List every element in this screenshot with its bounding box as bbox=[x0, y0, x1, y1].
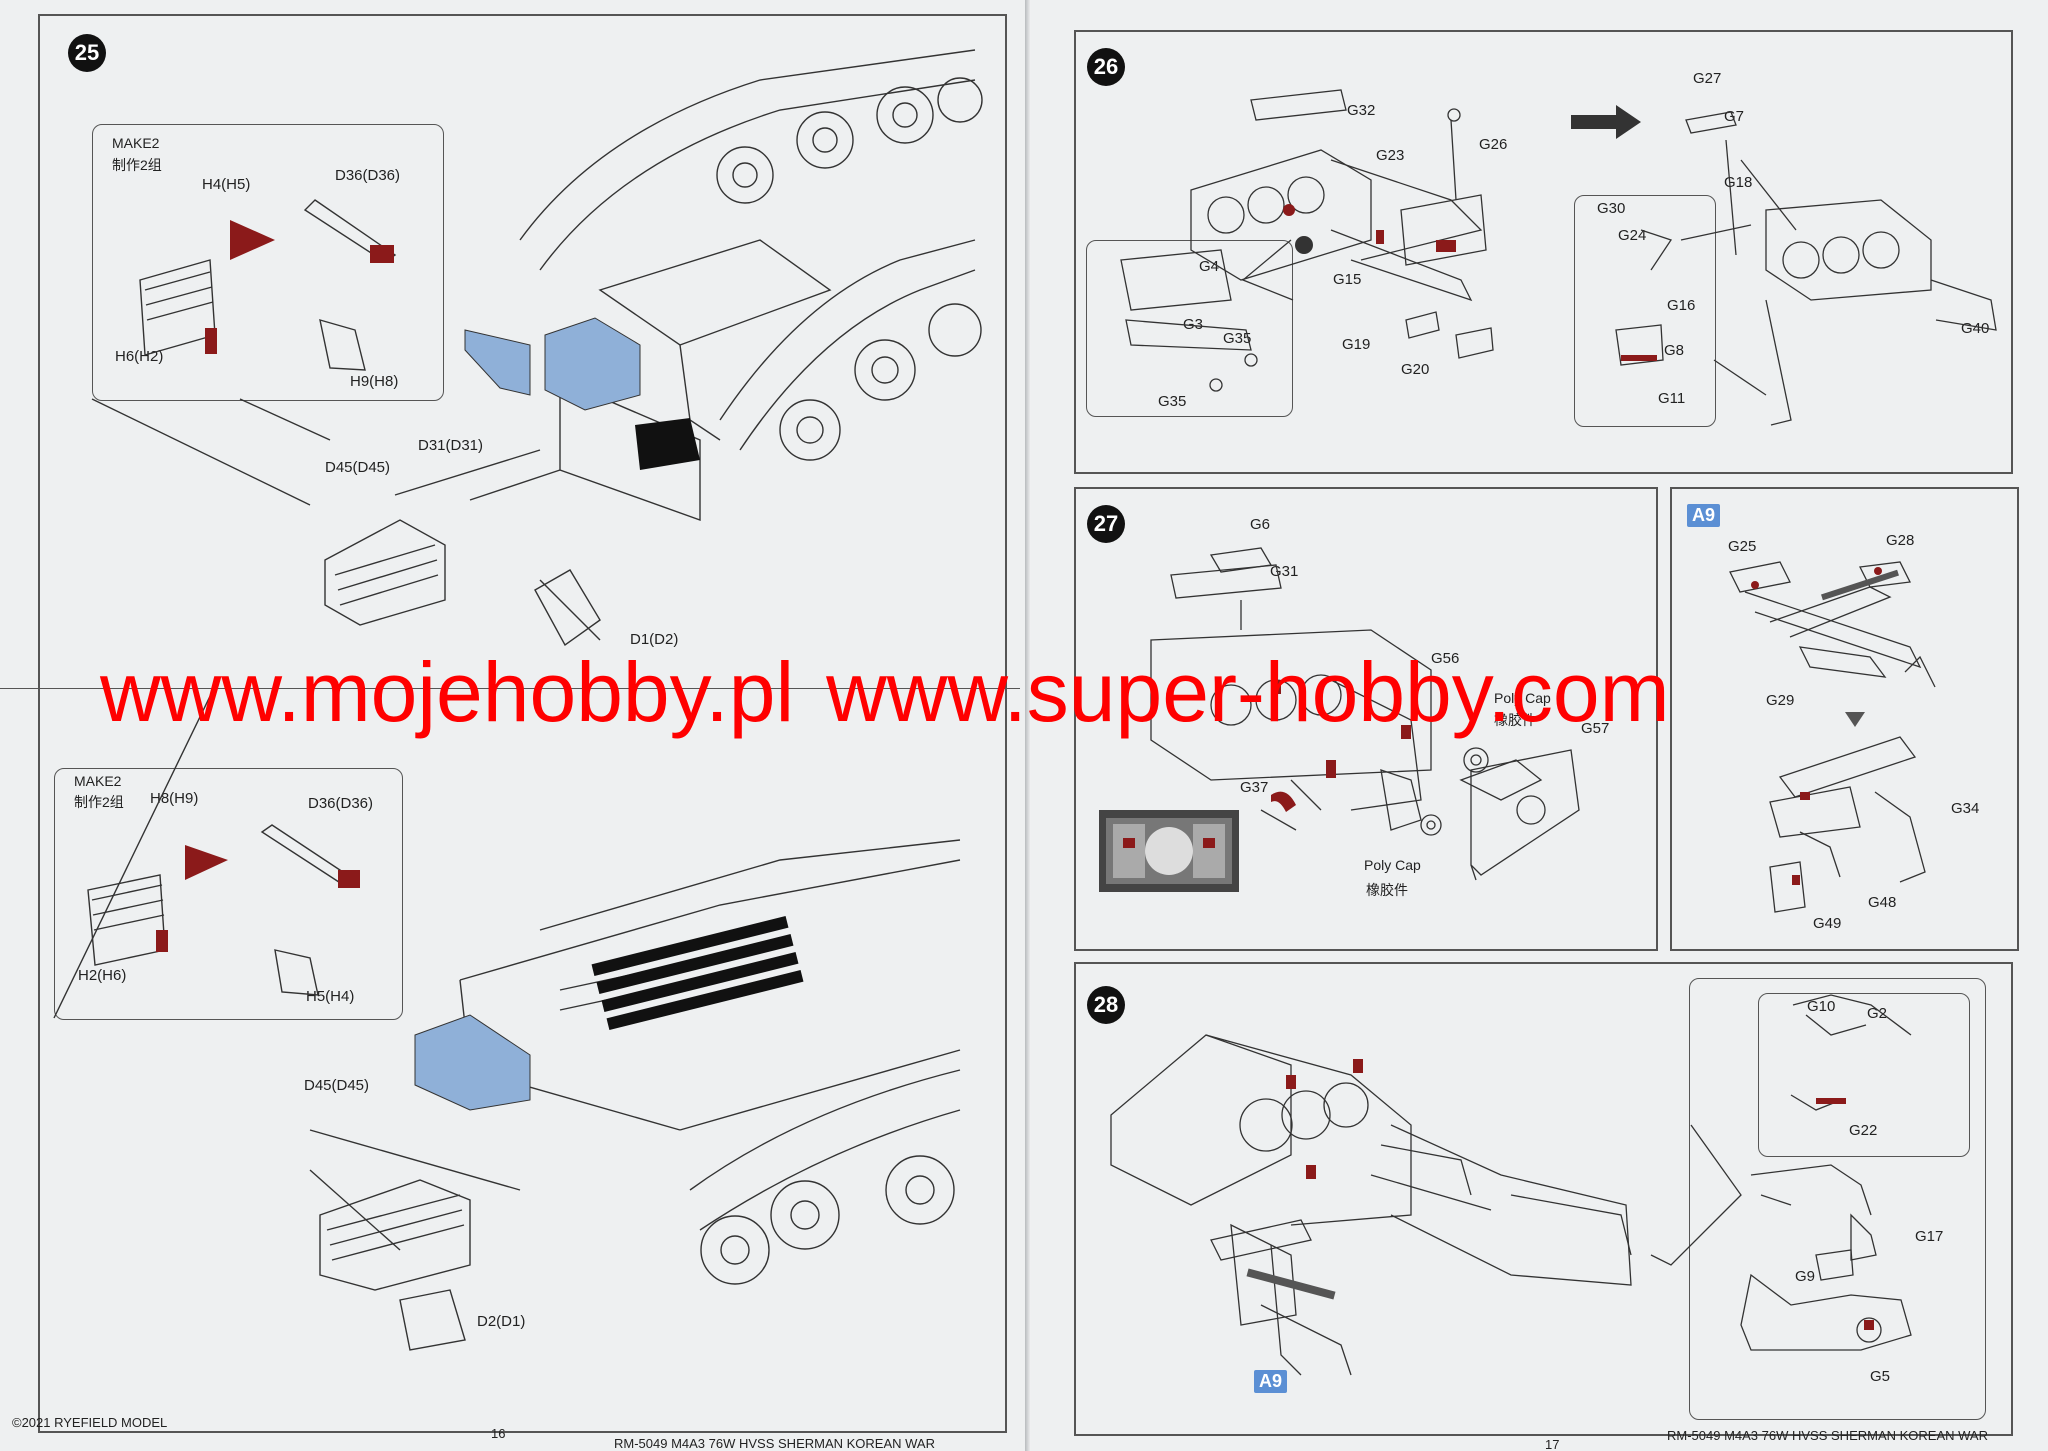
part-label: G16 bbox=[1667, 297, 1696, 314]
part-label: G20 bbox=[1401, 361, 1430, 378]
step-25-frame bbox=[38, 14, 1007, 1433]
step-26-number: 26 bbox=[1087, 48, 1125, 86]
part-label: G40 bbox=[1961, 320, 1990, 337]
step-26-frame bbox=[1074, 30, 2013, 474]
part-label: G24 bbox=[1618, 227, 1647, 244]
part-label: G17 bbox=[1915, 1228, 1944, 1245]
left-copyright: ©2021 RYEFIELD MODEL bbox=[12, 1415, 168, 1430]
poly-cap-label: Poly Cap bbox=[1494, 690, 1551, 706]
part-label: G35 bbox=[1158, 393, 1187, 410]
part-label: G4 bbox=[1199, 258, 1220, 275]
part-label: H9(H8) bbox=[350, 373, 399, 390]
part-label: G6 bbox=[1250, 516, 1271, 533]
part-label: G34 bbox=[1951, 800, 1980, 817]
step-28-badge: A9 bbox=[1254, 1370, 1288, 1393]
part-label: G22 bbox=[1849, 1122, 1878, 1139]
part-label: G57 bbox=[1581, 720, 1610, 737]
part-label: D36(D36) bbox=[335, 167, 401, 184]
part-label: G19 bbox=[1342, 336, 1371, 353]
part-label: D31(D31) bbox=[418, 437, 484, 454]
step-26-callout-right bbox=[1574, 195, 1716, 427]
step-27-number: 27 bbox=[1087, 505, 1125, 543]
step-a9-badge: A9 bbox=[1687, 504, 1721, 527]
tank-rear-drawing-upper bbox=[91, 49, 983, 647]
part-label: G10 bbox=[1807, 998, 1836, 1015]
step-28-sub-callout bbox=[1758, 993, 1970, 1157]
tank-rear-drawing-lower bbox=[53, 690, 961, 1351]
step-28-frame bbox=[1074, 962, 2013, 1436]
step-28-drawing bbox=[1110, 994, 1912, 1376]
lower-make-note: MAKE2 bbox=[74, 773, 122, 789]
step-25-divider bbox=[0, 688, 1020, 689]
part-label: D45(D45) bbox=[304, 1077, 370, 1094]
part-label: G15 bbox=[1333, 271, 1362, 288]
poly-cap-label: Poly Cap bbox=[1364, 857, 1421, 873]
step-27-drawing bbox=[1099, 547, 1580, 892]
part-label: G35 bbox=[1223, 330, 1252, 347]
book-gutter bbox=[1025, 0, 1031, 1451]
part-label: G23 bbox=[1376, 147, 1405, 164]
part-label: D36(D36) bbox=[308, 795, 374, 812]
part-label: G11 bbox=[1658, 390, 1686, 407]
part-label: G3 bbox=[1183, 316, 1204, 333]
upper-make-note-cn: 制作2组 bbox=[112, 157, 162, 173]
watermark-url-left[interactable]: www.mojehobby.pl bbox=[100, 645, 795, 739]
part-label: G49 bbox=[1813, 915, 1842, 932]
lower-make-note-cn: 制作2组 bbox=[74, 794, 124, 810]
upper-make-note: MAKE2 bbox=[112, 135, 160, 151]
part-label: H2(H6) bbox=[78, 967, 127, 984]
step-26-drawing bbox=[1120, 89, 1997, 426]
watermark-url-right[interactable]: www.super-hobby.com bbox=[826, 645, 1670, 739]
part-label: D45(D45) bbox=[325, 459, 391, 476]
part-label: G8 bbox=[1664, 342, 1685, 359]
part-label: D1(D2) bbox=[630, 631, 679, 648]
part-label: G5 bbox=[1870, 1368, 1891, 1385]
step-26-callout-left bbox=[1086, 240, 1293, 417]
part-label: G9 bbox=[1795, 1268, 1816, 1285]
step-27-frame bbox=[1074, 487, 1658, 951]
part-label: G30 bbox=[1597, 200, 1626, 217]
part-label: G25 bbox=[1728, 538, 1757, 555]
part-label: G28 bbox=[1886, 532, 1915, 549]
part-label: G26 bbox=[1479, 136, 1508, 153]
part-label: G27 bbox=[1693, 70, 1722, 87]
left-page: 25 MAKE2 制作2组 H4(H5) D36(D36) H6(H2) H9(… bbox=[0, 0, 1025, 1451]
step-25-number: 25 bbox=[68, 34, 106, 72]
poly-cap-label-cn: 橡胶件 bbox=[1366, 882, 1408, 898]
step-28-number: 28 bbox=[1087, 986, 1125, 1024]
part-label: G29 bbox=[1766, 692, 1795, 709]
part-label: G2 bbox=[1867, 1005, 1888, 1022]
lower-callout bbox=[54, 768, 403, 1020]
part-label: D2(D1) bbox=[477, 1313, 526, 1330]
right-page: 26 G32 G23 G26 G15 G19 G20 G4 G3 G35 G35… bbox=[1031, 0, 2048, 1451]
left-page-number: 16 bbox=[491, 1426, 506, 1441]
left-product-title: RM-5049 M4A3 76W HVSS SHERMAN KOREAN WAR bbox=[614, 1436, 935, 1451]
right-product-title: RM-5049 M4A3 76W HVSS SHERMAN KOREAN WAR bbox=[1667, 1428, 1988, 1443]
step-a9-drawing bbox=[1729, 561, 1936, 913]
part-label: G48 bbox=[1868, 894, 1897, 911]
part-label: G56 bbox=[1431, 650, 1460, 667]
part-label: H6(H2) bbox=[115, 348, 164, 365]
part-label: G37 bbox=[1240, 779, 1269, 796]
part-label: G32 bbox=[1347, 102, 1376, 119]
poly-cap-label-cn: 橡胶件 bbox=[1494, 712, 1536, 728]
part-label: H4(H5) bbox=[202, 176, 251, 193]
part-label: G18 bbox=[1724, 174, 1753, 191]
step-a9-frame bbox=[1670, 487, 2019, 951]
right-page-number: 17 bbox=[1545, 1437, 1560, 1451]
